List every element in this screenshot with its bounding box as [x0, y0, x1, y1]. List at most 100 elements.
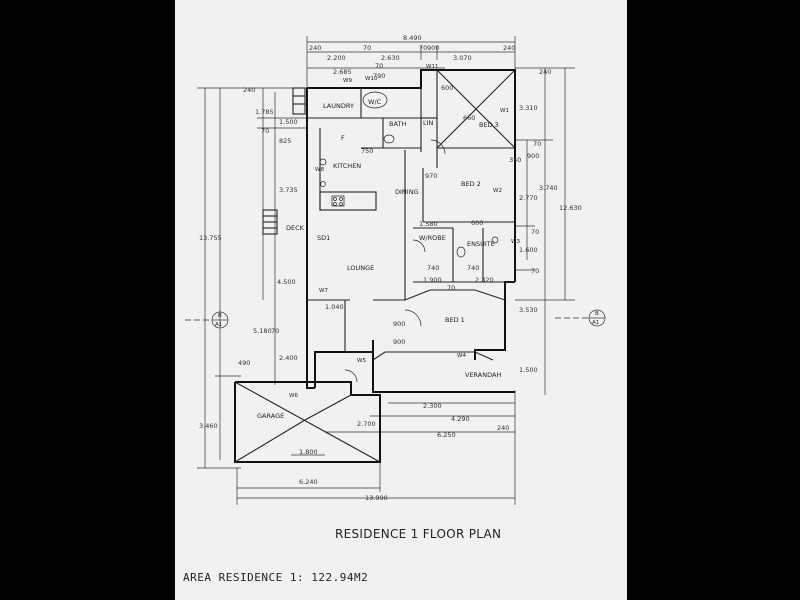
- dim-int-900: 900: [527, 152, 539, 160]
- window-w9: W9: [343, 78, 352, 84]
- dim-left-2400: 2.400: [279, 354, 298, 362]
- dim-bot-6240: 6.240: [299, 478, 318, 486]
- dim-right-12630: 12.630: [559, 204, 582, 212]
- dim-int-660: 660: [463, 114, 475, 122]
- drawing-title: RESIDENCE 1 FLOOR PLAN: [335, 527, 502, 541]
- dim-top-3070: 3.070: [453, 54, 472, 62]
- section-marker-left-sheet: A1: [215, 322, 222, 328]
- external-walls: [234, 69, 516, 463]
- dim-right-70a: 70: [533, 140, 541, 148]
- dim-left-3460: 3.460: [199, 422, 218, 430]
- room-label-garage: GARAGE: [257, 412, 284, 420]
- drawing-sheet: LAUNDRY W/C BATH LIN BED 3 KITCHEN F DIN…: [175, 0, 627, 600]
- dim-left-240: 240: [243, 86, 255, 94]
- dim-left-3735: 3.735: [279, 186, 298, 194]
- dim-top-240-right: 240: [503, 44, 515, 52]
- window-w3: W3: [511, 239, 520, 245]
- dim-int-1900: 1.900: [423, 276, 442, 284]
- dim-top-70-c: 70: [375, 62, 383, 70]
- room-label-bath: BATH: [389, 120, 406, 128]
- room-label-fridge: F: [341, 134, 345, 142]
- floor-plan-drawing: LAUNDRY W/C BATH LIN BED 3 KITCHEN F DIN…: [185, 34, 606, 505]
- window-w5: W5: [357, 358, 366, 364]
- dim-bot-4290: 4.290: [451, 415, 470, 423]
- dim-top-900: 900: [427, 44, 439, 52]
- window-w7: W7: [319, 288, 328, 294]
- room-label-lin: LIN: [423, 119, 434, 127]
- dim-bot-240: 240: [497, 424, 509, 432]
- dim-top-overall: 8.490: [403, 34, 422, 42]
- room-label-lounge: LOUNGE: [347, 264, 374, 272]
- dim-left-490: 490: [238, 359, 250, 367]
- dim-int-600: 600: [441, 84, 453, 92]
- room-label-sd1: SD1: [317, 234, 330, 242]
- room-label-wc: W/C: [368, 98, 382, 106]
- room-label-wrobe: W/ROBE: [419, 234, 446, 242]
- dim-int-740a: 740: [427, 264, 439, 272]
- dim-top-240-left: 240: [309, 44, 321, 52]
- dim-top-790: 790: [373, 72, 385, 80]
- dim-right-1500: 1.500: [519, 366, 538, 374]
- room-label-deck: DECK: [286, 224, 305, 232]
- dim-right-70c: 70: [531, 267, 539, 275]
- dim-left-1500: 1.500: [279, 118, 298, 126]
- window-w10: W10: [365, 76, 378, 82]
- dim-int-600b: 600: [471, 219, 483, 227]
- window-w2: W2: [493, 188, 502, 194]
- dim-top-240-far: 240: [539, 68, 551, 76]
- dim-int-900c: 900: [393, 338, 405, 346]
- window-labels: W1 W2 W3 W4 W5 W6 W7 W8 W9 W10 W11: [289, 64, 520, 399]
- window-w8: W8: [315, 167, 324, 173]
- dim-top-70-a: 70: [363, 44, 371, 52]
- room-label-verandah: VERANDAH: [465, 371, 501, 379]
- window-w11: W11: [426, 64, 438, 70]
- fixtures: [319, 91, 499, 383]
- dim-int-970: 970: [425, 172, 437, 180]
- dim-right-3740: 3.740: [539, 184, 558, 192]
- dim-right-3530: 3.530: [519, 306, 538, 314]
- dim-int-750: 750: [361, 147, 373, 155]
- dim-top-2630: 2.630: [381, 54, 400, 62]
- dim-top-2200: 2.200: [327, 54, 346, 62]
- room-label-bed3: BED 3: [479, 121, 499, 129]
- dim-bot-1800: 1.800: [299, 448, 318, 456]
- room-label-bed2: BED 2: [461, 180, 481, 188]
- dim-bot-2300: 2.300: [423, 402, 442, 410]
- dim-right-1600: 1.600: [519, 246, 538, 254]
- dim-left-70: 70: [261, 127, 269, 135]
- internal-walls: [234, 69, 516, 463]
- dim-left-13755: 13.755: [199, 234, 222, 242]
- dim-bot-13990: 13.990: [365, 494, 388, 502]
- dim-int-1580: 1.580: [419, 220, 438, 228]
- dim-left-4500: 4.500: [277, 278, 296, 286]
- section-marker-right-sheet: A1: [592, 320, 599, 326]
- dim-left-1785: 1.785: [255, 108, 274, 116]
- dim-top-70-b: 70: [419, 44, 427, 52]
- dim-int-900b: 900: [393, 320, 405, 328]
- dim-int-740b: 740: [467, 264, 479, 272]
- dimension-labels: 8.490 240 70 70 900 240 2.200 2.630 3.07…: [199, 34, 582, 502]
- dim-left-5180: 5.180: [253, 327, 272, 335]
- window-w1: W1: [500, 108, 509, 114]
- dim-top-2685: 2.685: [333, 68, 352, 76]
- dim-int-70: 70: [447, 284, 455, 292]
- dim-right-70b: 70: [531, 228, 539, 236]
- section-marker-left-letter: B: [218, 313, 222, 319]
- room-label-ensuite: ENSUITE: [467, 240, 495, 248]
- room-label-bed1: BED 1: [445, 316, 465, 324]
- area-label: AREA RESIDENCE 1: 122.94M2: [183, 571, 369, 584]
- room-label-laundry: LAUNDRY: [323, 102, 354, 110]
- dim-bot-2700: 2.700: [357, 420, 376, 428]
- room-label-dining: DINING: [395, 188, 419, 196]
- dim-bot-6250: 6.250: [437, 431, 456, 439]
- room-labels: LAUNDRY W/C BATH LIN BED 3 KITCHEN F DIN…: [257, 98, 501, 420]
- window-w4: W4: [457, 353, 466, 359]
- dimension-lines: [185, 36, 606, 505]
- dim-right-3310: 3.310: [519, 104, 538, 112]
- dim-right-2770: 2.770: [519, 194, 538, 202]
- dim-left-825: 825: [279, 137, 291, 145]
- dim-int-1040: 1.040: [325, 303, 344, 311]
- section-markers: B A1 B A1: [215, 311, 599, 328]
- dim-left-70b: 70: [271, 327, 279, 335]
- dim-int-2320: 2.320: [475, 276, 494, 284]
